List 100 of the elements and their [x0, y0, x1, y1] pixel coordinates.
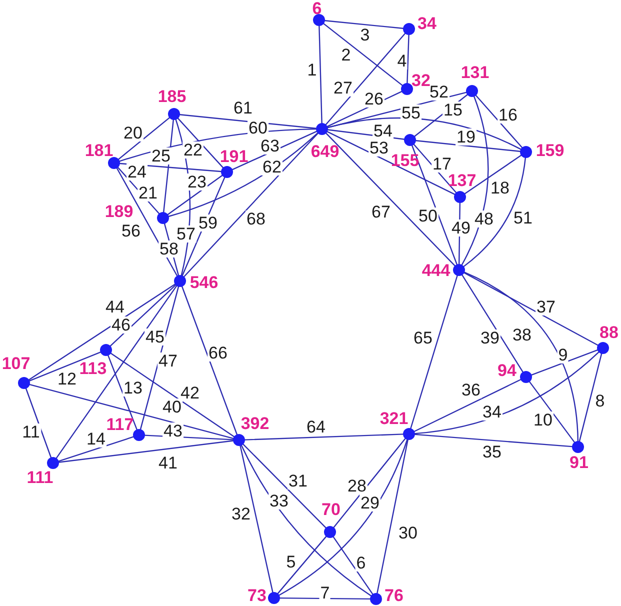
vertex-label: 107: [2, 356, 30, 372]
edge-line: [414, 434, 573, 448]
edge-line: [182, 176, 226, 276]
edge-label: 31: [288, 472, 308, 490]
edge-line: [323, 23, 403, 86]
edge-label: 9: [557, 346, 569, 364]
edge-line: [279, 597, 371, 600]
edge-label: 51: [512, 210, 534, 226]
edge-line: [332, 536, 374, 595]
vertex-label: 32: [412, 74, 430, 88]
edge-line: [118, 117, 170, 160]
edge-line: [119, 162, 222, 172]
edge-line: [464, 272, 579, 442]
edge-label: 30: [398, 524, 418, 542]
edge-label: 38: [512, 326, 532, 344]
edge-line: [414, 379, 522, 432]
edge-label: 42: [180, 384, 200, 402]
edge-label: 7: [319, 584, 331, 602]
edge-label: 4: [396, 52, 408, 70]
edge-label: 41: [158, 454, 178, 472]
edge-line: [58, 440, 234, 463]
edge-label: 34: [482, 404, 502, 420]
edge-label: 16: [498, 106, 518, 124]
edge-line: [168, 132, 318, 217]
edge-label: 54: [372, 122, 394, 140]
edge-label: 26: [364, 90, 384, 108]
edge-label: 36: [460, 382, 482, 398]
vertex-label: 76: [384, 588, 404, 604]
edge-line: [140, 286, 180, 430]
edge-line: [116, 168, 178, 276]
edge-line: [318, 25, 322, 124]
edge-label: 68: [246, 210, 266, 228]
edge-line: [175, 119, 191, 276]
edge-label: 46: [110, 316, 132, 334]
vertex-label: 137: [448, 174, 476, 188]
edge-line: [326, 90, 402, 128]
edge-line: [56, 285, 178, 459]
edge-label: 24: [126, 164, 148, 180]
edge-line: [242, 444, 326, 528]
edge-line: [528, 381, 576, 443]
edge-label: 49: [450, 220, 472, 236]
edge-line: [326, 132, 456, 266]
edge-line: [531, 350, 598, 376]
edge-label: 22: [182, 142, 204, 158]
edge-label: 37: [536, 298, 556, 316]
vertex-label: 159: [536, 144, 564, 158]
vertex-label: 185: [158, 90, 186, 104]
edge-label: 67: [370, 204, 392, 220]
edge-line: [475, 94, 523, 148]
edge-label: 32: [230, 506, 252, 522]
edge-line: [29, 384, 234, 440]
vertex-label: 73: [248, 588, 266, 604]
edge-line: [278, 439, 408, 596]
edge-label: 33: [268, 492, 290, 510]
vertex-label: 70: [322, 502, 340, 518]
edge-label: 11: [21, 424, 41, 440]
vertex-label: 649: [310, 144, 340, 160]
edge-line: [28, 284, 176, 380]
edge-line: [25, 388, 52, 458]
edge-line: [325, 32, 406, 126]
edge-line: [177, 118, 224, 168]
edge-label: 23: [186, 174, 208, 190]
edge-line: [326, 131, 456, 195]
edge-label: 25: [150, 148, 172, 164]
vertex-label: 191: [220, 150, 248, 164]
edge-line: [144, 434, 234, 440]
edge-label: 12: [56, 370, 78, 388]
edge-label: 45: [144, 328, 166, 346]
edge-label: 6: [355, 554, 367, 572]
vertex-label: 546: [190, 276, 218, 290]
edge-label: 19: [456, 128, 476, 146]
edge-label: 35: [482, 444, 502, 460]
edge-line: [464, 272, 598, 346]
edge-label: 17: [432, 156, 452, 172]
edge-line: [28, 352, 102, 382]
edge-label: 57: [176, 226, 196, 242]
vertex-label: 88: [600, 326, 618, 340]
vertex-label: 6: [312, 2, 322, 16]
edge-label: 13: [122, 380, 144, 396]
edge-label: 62: [262, 158, 282, 176]
edge-line: [119, 128, 317, 162]
edge-label: 52: [428, 84, 450, 100]
edge-label: 44: [104, 298, 126, 316]
edge-label: 40: [162, 398, 182, 416]
vertex-label: 113: [79, 362, 107, 376]
edge-label: 2: [340, 46, 352, 64]
edge-line: [163, 119, 174, 213]
edge-line: [58, 436, 134, 462]
edge-line: [414, 352, 600, 434]
edge-label: 10: [532, 412, 554, 428]
edge-line: [462, 274, 524, 373]
edge-label: 48: [474, 210, 494, 228]
edge-label: 61: [232, 100, 254, 116]
edge-label: 64: [306, 418, 326, 436]
edge-line: [406, 34, 410, 84]
edge-label: 66: [208, 344, 228, 362]
edge-line: [240, 444, 372, 596]
vertex-label: 131: [460, 66, 490, 80]
edge-line: [277, 536, 327, 594]
edge-line: [167, 174, 223, 216]
